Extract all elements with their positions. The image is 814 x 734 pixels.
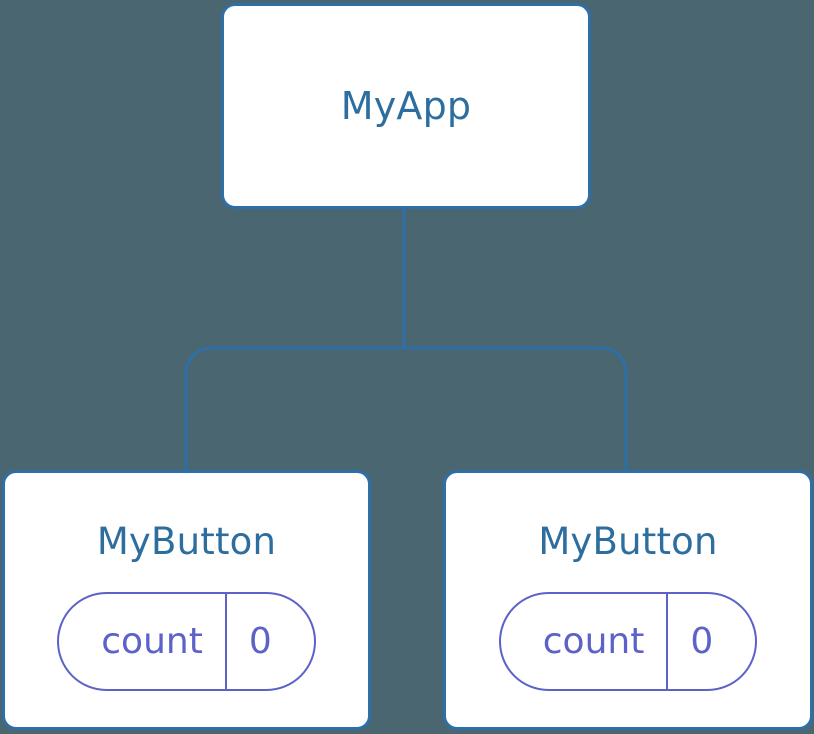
edge-to-mybutton-right [404, 346, 628, 470]
node-mybutton-right-label: MyButton [538, 520, 718, 563]
node-mybutton-right[interactable]: MyButton count 0 [443, 470, 813, 730]
state-pill-left[interactable]: count 0 [57, 592, 316, 691]
node-mybutton-left[interactable]: MyButton count 0 [2, 470, 371, 730]
state-key-right: count [542, 620, 645, 662]
node-mybutton-left-label: MyButton [96, 520, 277, 563]
state-divider-left [224, 594, 227, 689]
state-pill-right[interactable]: count 0 [498, 592, 758, 691]
state-value-left: 0 [248, 620, 272, 662]
node-myapp-label: MyApp [340, 84, 472, 128]
state-divider-right [666, 594, 669, 689]
node-myapp[interactable]: MyApp [221, 3, 591, 209]
edge-to-mybutton-left [184, 346, 404, 470]
state-key-left: count [101, 620, 203, 662]
state-value-right: 0 [690, 620, 714, 662]
